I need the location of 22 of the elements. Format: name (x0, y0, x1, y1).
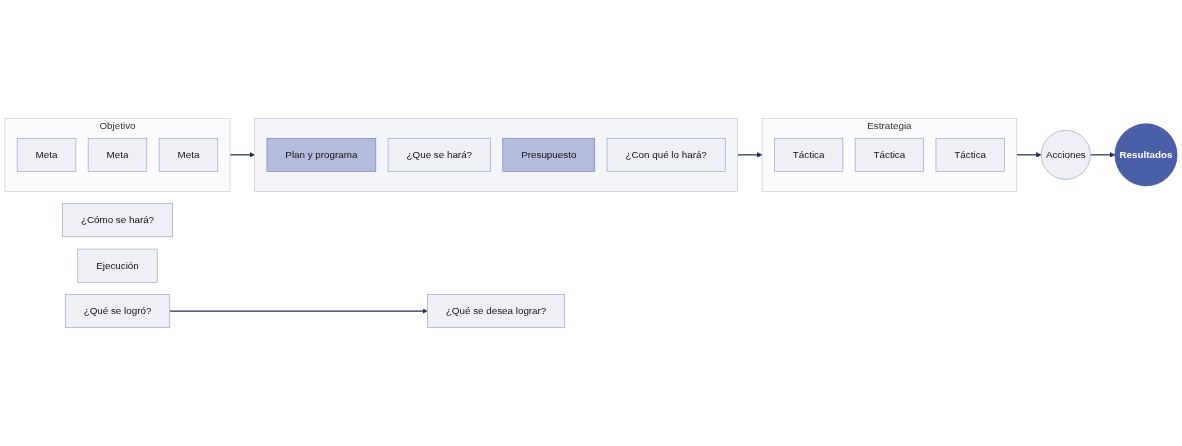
arrow (1016, 152, 1042, 158)
node-box: ¿Qué se logró? (64, 294, 171, 328)
node-box: ¿Cómo se hará? (62, 203, 173, 238)
arrow (736, 152, 763, 158)
node-box: Táctica (935, 137, 1005, 172)
node-box: ¿Con qué lo hará? (606, 137, 726, 172)
node-box: Táctica (854, 137, 924, 172)
node-circle: Resultados (1114, 123, 1178, 187)
node-box: Presupuesto (502, 137, 596, 172)
node-box: Táctica (774, 137, 844, 172)
node-box: Meta (158, 137, 219, 172)
node-box: Plan y programa (266, 137, 377, 172)
arrow (1089, 152, 1116, 158)
arrow (169, 308, 428, 314)
node-box: Meta (87, 137, 148, 172)
arrow (229, 152, 255, 158)
node-box: Ejecución (77, 248, 158, 283)
node-box: Meta (16, 137, 77, 172)
node-box: ¿Qué se desea lograr? (427, 294, 566, 328)
node-circle: Acciones (1041, 130, 1091, 180)
node-box: ¿Que se hará? (387, 137, 491, 172)
cluster (254, 118, 738, 192)
